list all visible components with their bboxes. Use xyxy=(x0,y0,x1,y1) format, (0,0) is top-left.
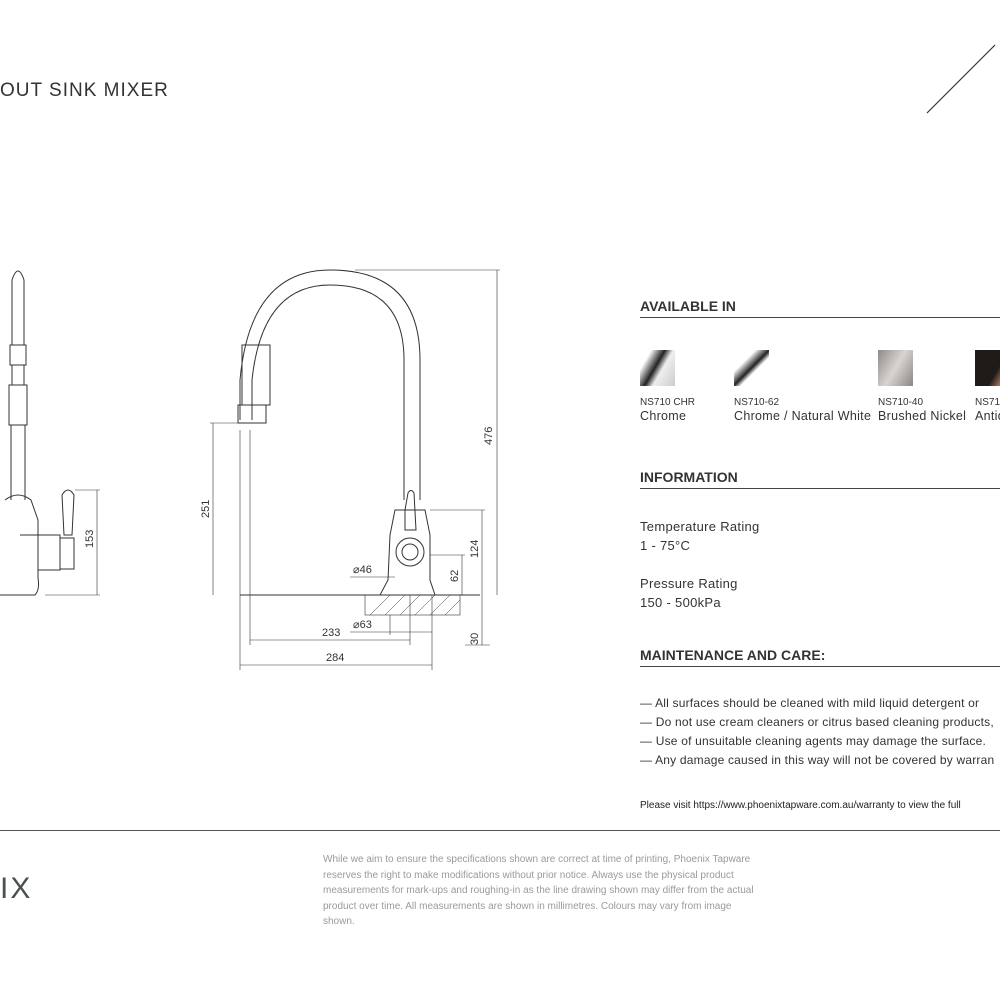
care-item: — Use of unsuitable cleaning agents may … xyxy=(640,734,986,748)
footer-divider xyxy=(0,830,1000,831)
dim-476: 476 xyxy=(483,427,495,445)
swatch-brushed-nickel[interactable] xyxy=(878,350,913,386)
swatch-chrome-natural-white[interactable] xyxy=(734,350,769,386)
dim-30: 30 xyxy=(469,633,481,645)
technical-drawing: 153 476 251 124 62 30 233 284 ⌀46 ⌀63 xyxy=(0,269,500,670)
dim-dia46: ⌀46 xyxy=(353,564,372,576)
dim-251: 251 xyxy=(200,500,212,518)
brand-logo: IX xyxy=(0,872,33,905)
finish-name: Brushed Nickel xyxy=(878,409,967,423)
care-item: — Any damage caused in this way will not… xyxy=(640,753,995,767)
temperature-value: 1 - 75°C xyxy=(640,538,691,553)
temperature-label: Temperature Rating xyxy=(640,519,760,534)
dim-dia63: ⌀63 xyxy=(353,619,372,631)
maintenance-heading: MAINTENANCE AND CARE: xyxy=(640,647,1000,667)
pressure-value: 150 - 500kPa xyxy=(640,595,721,610)
dim-124: 124 xyxy=(469,540,481,558)
dim-284: 284 xyxy=(326,652,344,664)
finish-name: Chrome / Natural White xyxy=(734,409,872,423)
warranty-link-text[interactable]: Please visit https://www.phoenixtapware.… xyxy=(640,800,961,811)
finish-code: NS710 xyxy=(975,397,1000,408)
page-title: OUT SINK MIXER xyxy=(0,80,169,101)
pressure-label: Pressure Rating xyxy=(640,576,738,591)
dim-62: 62 xyxy=(449,570,461,582)
dimension-lines xyxy=(210,269,500,670)
finish-code: NS710-40 xyxy=(878,397,924,408)
finish-name: Chrome xyxy=(640,409,687,423)
care-item: — Do not use cream cleaners or citrus ba… xyxy=(640,715,994,729)
available-heading: AVAILABLE IN xyxy=(640,298,1000,318)
swatch-antique[interactable] xyxy=(975,350,1000,386)
decorative-slash xyxy=(926,44,996,114)
care-item: — All surfaces should be cleaned with mi… xyxy=(640,696,980,710)
swatch-chrome[interactable] xyxy=(640,350,675,386)
information-heading: INFORMATION xyxy=(640,469,1000,489)
disclaimer: While we aim to ensure the specification… xyxy=(323,854,754,927)
finish-code: NS710 CHR xyxy=(640,397,696,408)
dim-153: 153 xyxy=(84,530,96,548)
front-view xyxy=(237,269,480,616)
side-view xyxy=(0,270,100,596)
dim-233: 233 xyxy=(322,627,340,639)
finish-name: Antiq xyxy=(975,409,1000,423)
finish-code: NS710-62 xyxy=(734,397,780,408)
